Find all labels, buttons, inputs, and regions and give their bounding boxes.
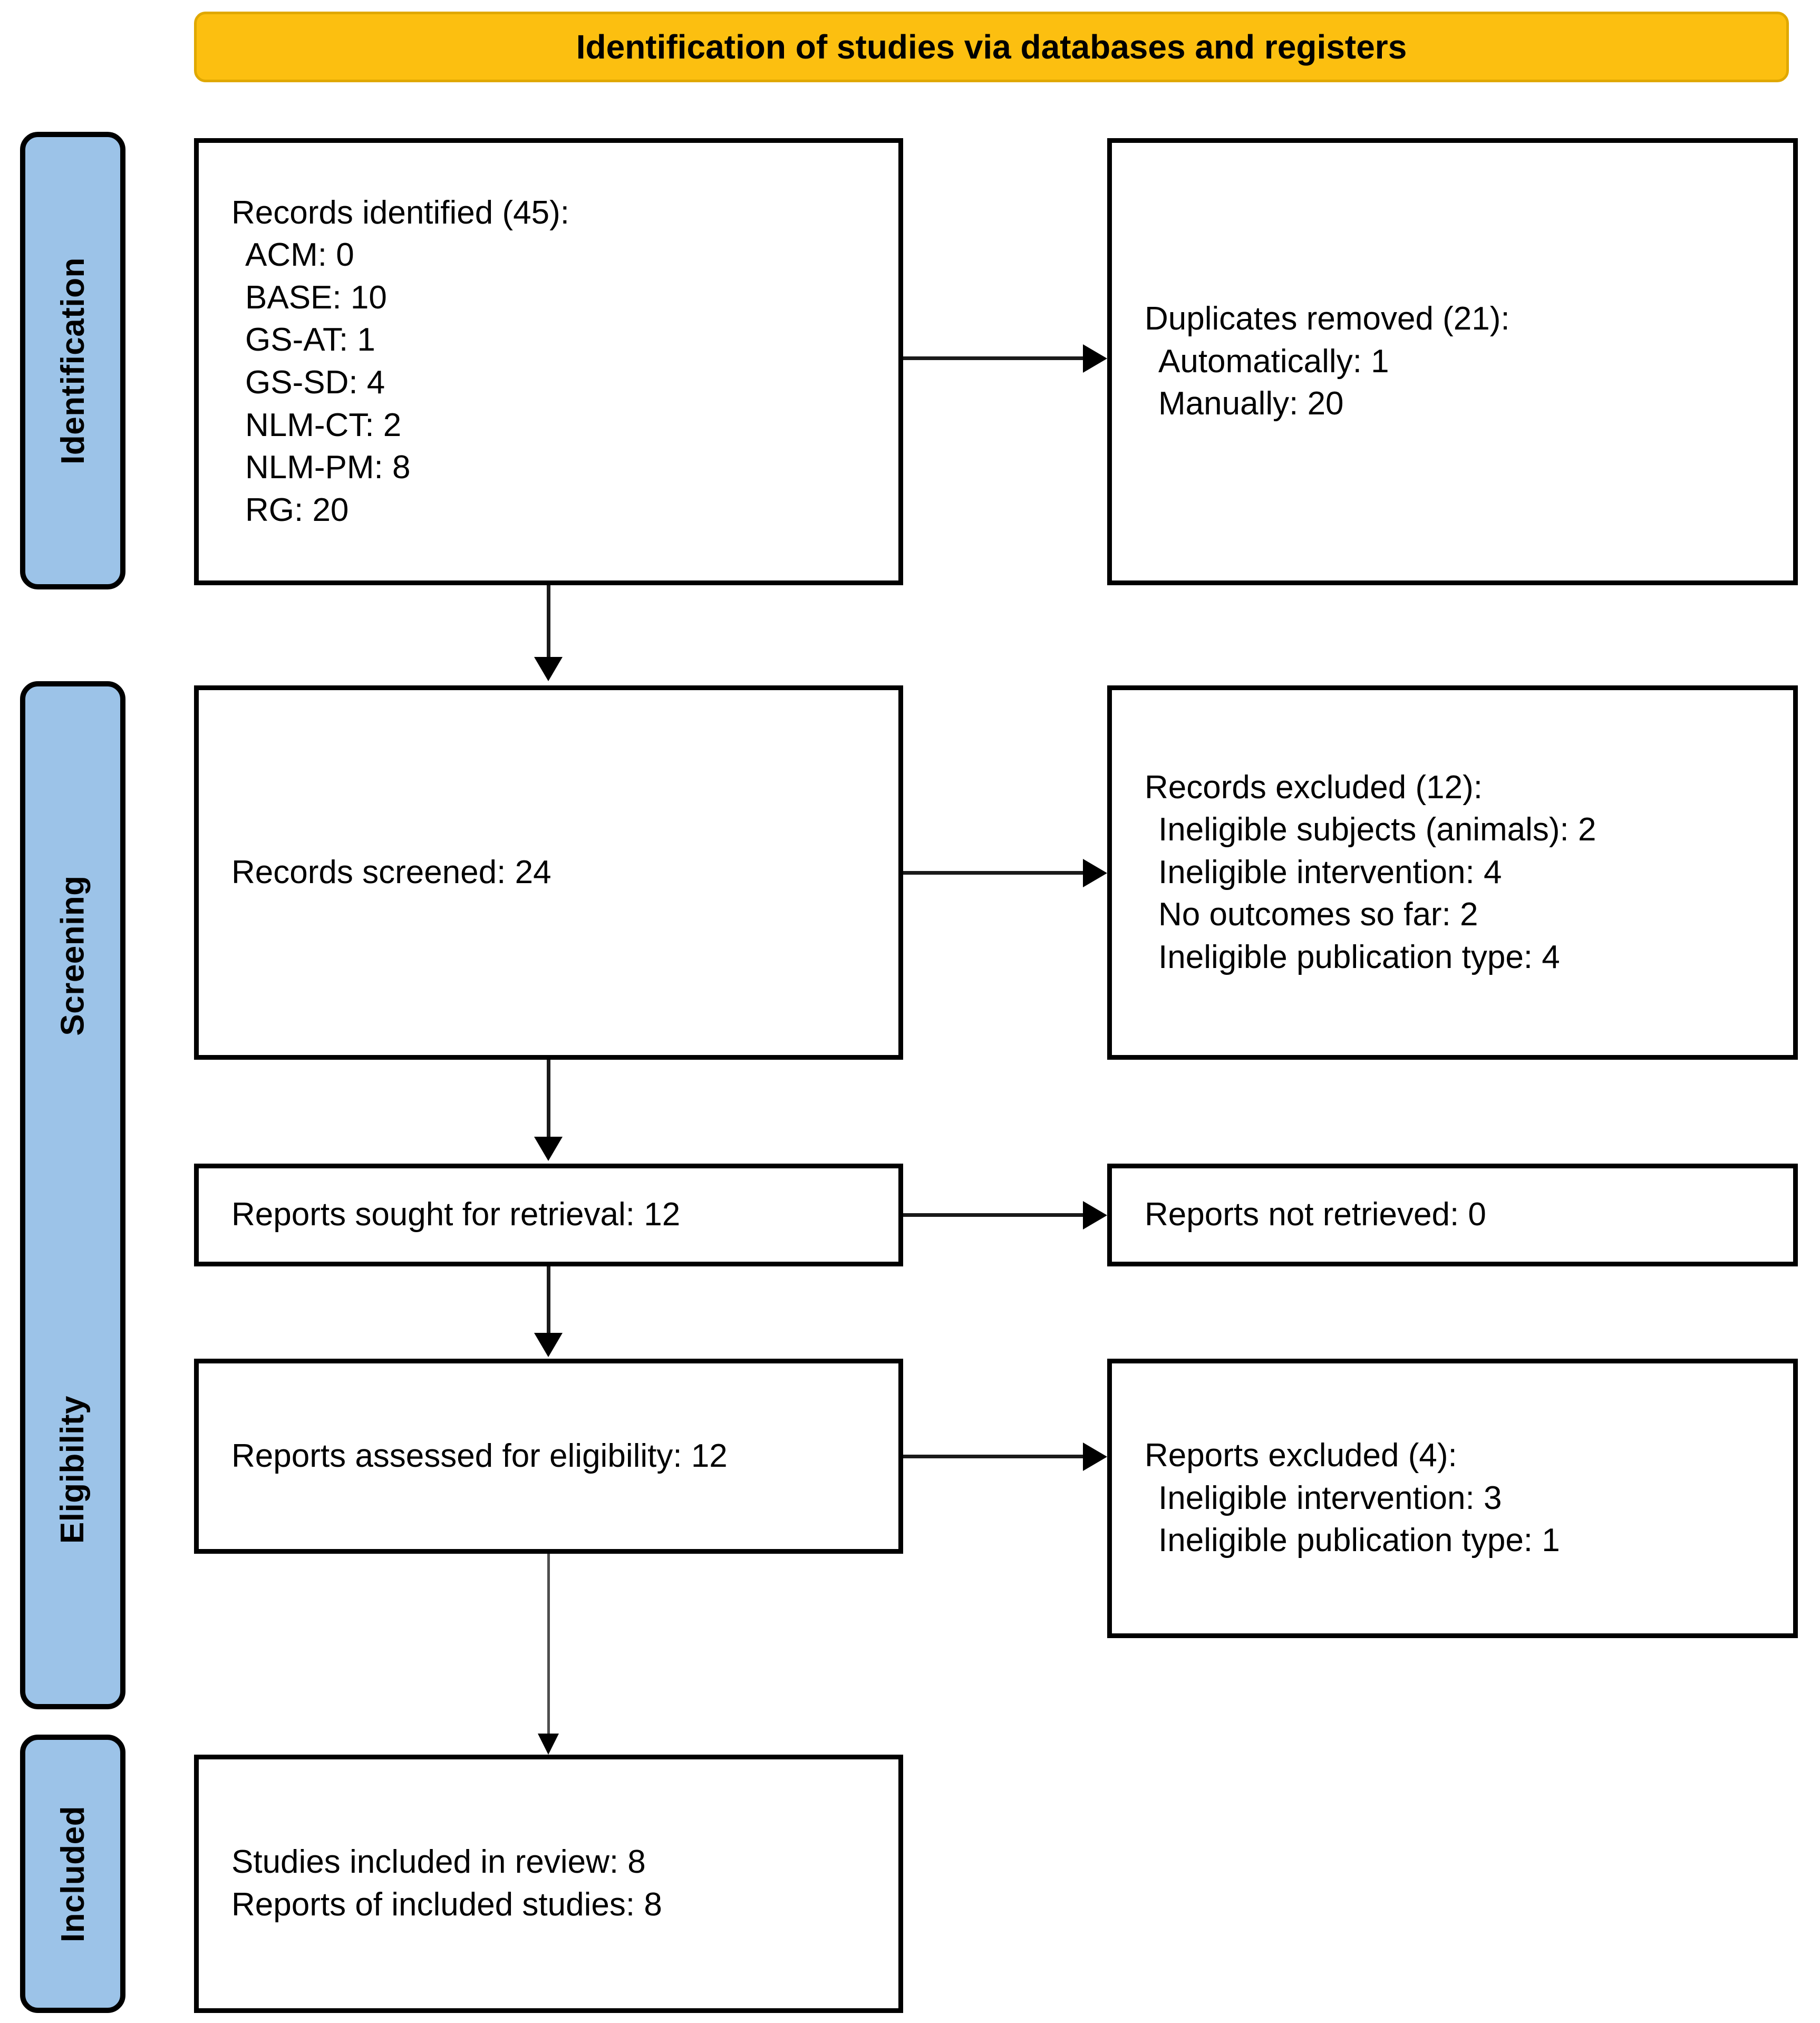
phase-pill-included: Included — [20, 1735, 125, 2013]
connector-screened-to-sought — [547, 1060, 550, 1139]
box-reports-excluded: Reports excluded (4): Ineligible interve… — [1107, 1359, 1798, 1638]
arrowhead-identified-to-duplicates — [1083, 344, 1107, 373]
records-identified-heading: Records identified (45): — [231, 194, 569, 231]
records-identified-item-nlm-ct: NLM-CT: 2 — [245, 406, 402, 443]
box-records-screened: Records screened: 24 — [194, 685, 903, 1060]
reports-excluded-heading: Reports excluded (4): — [1145, 1437, 1457, 1474]
records-identified-item-rg: RG: 20 — [245, 491, 349, 528]
phase-label-identification: Identification — [54, 257, 91, 464]
box-reports-sought: Reports sought for retrieval: 12 — [194, 1164, 903, 1266]
records-screened-heading: Records screened: 24 — [231, 854, 551, 890]
records-excluded-item-intervention: Ineligible intervention: 4 — [1158, 854, 1502, 890]
records-excluded-item-publication-type: Ineligible publication type: 4 — [1158, 938, 1560, 975]
reports-not-retrieved-heading: Reports not retrieved: 0 — [1145, 1196, 1486, 1233]
phase-label-screening: Screening — [54, 875, 91, 1036]
arrowhead-identified-to-screened — [534, 657, 563, 681]
connector-screened-to-excluded — [903, 871, 1084, 875]
connector-sought-to-assessed — [547, 1266, 550, 1335]
duplicates-removed-heading: Duplicates removed (21): — [1145, 301, 1510, 337]
reports-of-included-studies: Reports of included studies: 8 — [231, 1886, 662, 1923]
reports-sought-heading: Reports sought for retrieval: 12 — [231, 1196, 681, 1233]
arrowhead-sought-to-assessed — [534, 1333, 563, 1357]
phase-pill-screening-eligibility: Screening Eligibility — [20, 681, 125, 1709]
box-records-identified: Records identified (45): ACM: 0 BASE: 10… — [194, 138, 903, 585]
records-excluded-item-subjects: Ineligible subjects (animals): 2 — [1158, 811, 1596, 848]
duplicates-removed-item-manually: Manually: 20 — [1158, 385, 1344, 422]
studies-included-in-review: Studies included in review: 8 — [231, 1844, 646, 1881]
arrowhead-screened-to-sought — [534, 1137, 563, 1161]
records-excluded-heading: Records excluded (12): — [1145, 769, 1483, 806]
arrowhead-assessed-to-included — [538, 1734, 559, 1755]
reports-excluded-item-intervention: Ineligible intervention: 3 — [1158, 1479, 1502, 1516]
header-title: Identification of studies via databases … — [576, 28, 1407, 66]
arrowhead-assessed-to-excluded — [1083, 1443, 1107, 1471]
records-identified-item-nlm-pm: NLM-PM: 8 — [245, 449, 411, 486]
records-identified-item-gs-at: GS-AT: 1 — [245, 322, 375, 359]
box-duplicates-removed: Duplicates removed (21): Automatically: … — [1107, 138, 1798, 585]
phase-label-eligibility: Eligibility — [54, 1395, 91, 1544]
records-identified-item-acm: ACM: 0 — [245, 237, 354, 274]
reports-assessed-heading: Reports assessed for eligibility: 12 — [231, 1437, 728, 1474]
connector-assessed-to-excluded — [903, 1455, 1084, 1458]
arrowhead-screened-to-excluded — [1083, 859, 1107, 887]
diagram-header-banner: Identification of studies via databases … — [194, 12, 1789, 82]
phase-pill-identification: Identification — [20, 132, 125, 589]
connector-identified-to-screened — [547, 585, 550, 659]
box-records-excluded: Records excluded (12): Ineligible subjec… — [1107, 685, 1798, 1060]
box-studies-included: Studies included in review: 8 Reports of… — [194, 1755, 903, 2013]
records-excluded-item-outcomes: No outcomes so far: 2 — [1158, 896, 1478, 933]
connector-identified-to-duplicates — [903, 356, 1084, 360]
duplicates-removed-item-automatically: Automatically: 1 — [1158, 343, 1389, 380]
arrowhead-sought-to-not-retrieved — [1083, 1201, 1107, 1230]
phase-label-included: Included — [54, 1805, 91, 1942]
records-identified-item-base: BASE: 10 — [245, 279, 387, 316]
connector-sought-to-not-retrieved — [903, 1213, 1084, 1217]
reports-excluded-item-publication-type: Ineligible publication type: 1 — [1158, 1522, 1560, 1559]
box-reports-assessed: Reports assessed for eligibility: 12 — [194, 1359, 903, 1554]
box-reports-not-retrieved: Reports not retrieved: 0 — [1107, 1164, 1798, 1266]
connector-assessed-to-included — [547, 1554, 550, 1736]
records-identified-item-gs-sd: GS-SD: 4 — [245, 364, 385, 401]
